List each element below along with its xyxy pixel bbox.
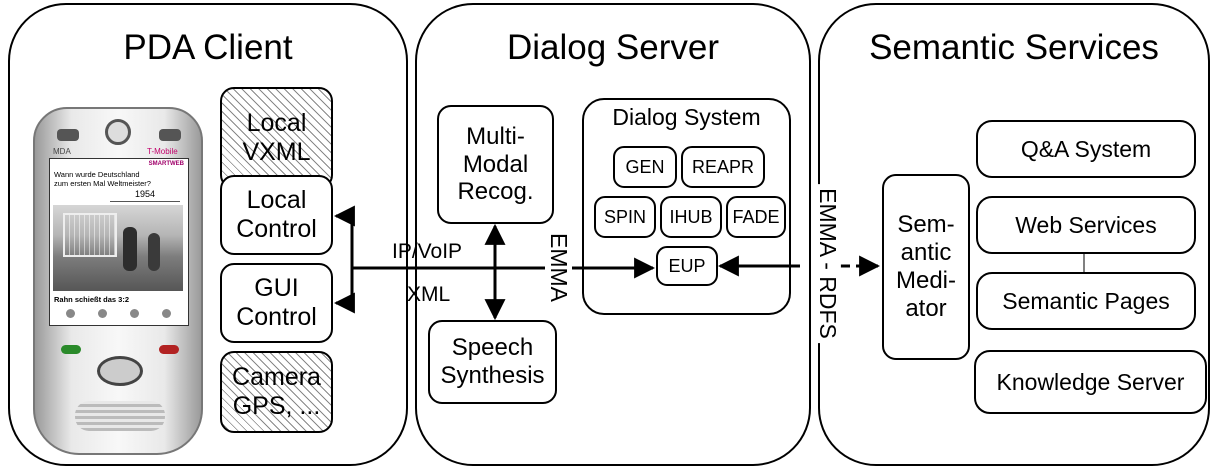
football-photo: [53, 205, 183, 291]
pda-screen: SMARTWEB Wann wurde Deutschland zum erst…: [49, 158, 189, 326]
pda-client-title: PDA Client: [123, 28, 293, 67]
screen-header: SMARTWEB: [148, 161, 184, 167]
pda-top-left-key: [57, 129, 79, 141]
dialog-system-title: Dialog System: [612, 104, 761, 130]
ip-voip-label: IP/VoIP: [392, 240, 463, 263]
xml-label: XML: [407, 283, 451, 306]
qa-system-box: Q&A System: [976, 120, 1196, 178]
pda-brand-left: MDA: [53, 147, 71, 156]
player-figure-1: [123, 227, 137, 271]
question-line2: zum ersten Mal Weltmeister?: [54, 179, 151, 188]
end-key-icon: [159, 345, 179, 354]
pda-brand-right: T-Mobile: [147, 147, 178, 156]
ihub-module: IHUB: [660, 196, 722, 238]
photo-caption: Rahn schießt das 3:2: [54, 295, 130, 304]
dpad-icon: [97, 356, 143, 386]
emma-rdfs-label: EMMA - RDFS: [813, 184, 841, 343]
question-line1: Wann wurde Deutschland: [54, 170, 140, 179]
answer-box: 1954: [110, 189, 180, 202]
screen-button-bar: [54, 309, 182, 321]
fade-module: FADE: [726, 196, 786, 238]
pda-top-right-key: [159, 129, 181, 141]
call-key-icon: [61, 345, 81, 354]
spin-module: SPIN: [594, 196, 656, 238]
knowledge-server-box: Knowledge Server: [974, 350, 1207, 414]
semantic-pages-box: Semantic Pages: [976, 272, 1196, 330]
semantic-services-title: Semantic Services: [869, 28, 1159, 67]
screen-btn-icon[interactable]: [161, 309, 171, 318]
dialog-server-title: Dialog Server: [506, 28, 720, 67]
gen-module: GEN: [613, 146, 677, 188]
player-figure-2: [148, 233, 160, 271]
screen-btn-icon[interactable]: [65, 309, 75, 318]
screen-btn-icon[interactable]: [97, 309, 107, 318]
reapr-module: REAPR: [681, 146, 765, 188]
web-services-box: Web Services: [976, 196, 1196, 254]
pda-bottom-grille: [75, 401, 165, 431]
goal-net: [63, 213, 117, 257]
screen-btn-icon[interactable]: [129, 309, 139, 318]
pda-device-image: MDA T-Mobile SMARTWEB Wann wurde Deutsch…: [33, 107, 203, 455]
emma-label: EMMA: [545, 231, 572, 304]
eup-module: EUP: [656, 246, 718, 286]
camera-lens-icon: [105, 119, 131, 145]
